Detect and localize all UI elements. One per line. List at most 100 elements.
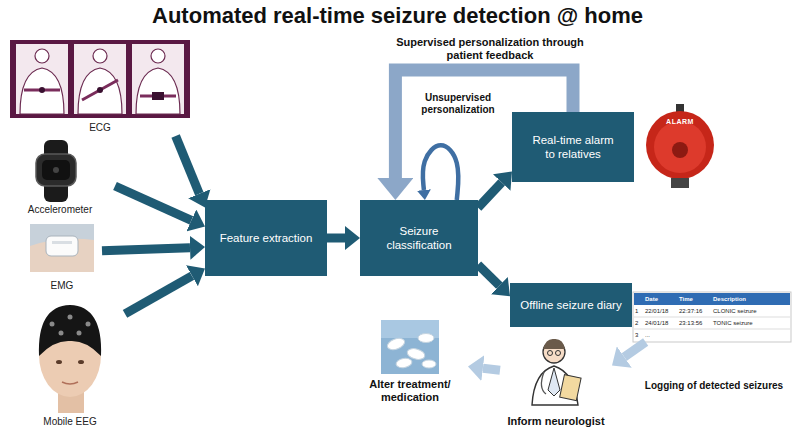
table-cell: Description (713, 293, 789, 305)
table-cell: TONIC seizure (713, 317, 789, 329)
neurologist-cartoon (541, 372, 546, 394)
ecg-sensor-photo (74, 44, 126, 114)
node-label: Seizure classification (368, 224, 470, 252)
connector-path (327, 234, 345, 243)
medication-pills-photo (422, 360, 436, 368)
process-box: Offline seizure diary (510, 283, 632, 327)
table-cell: Date (645, 293, 679, 305)
connector-path (125, 276, 192, 314)
sensor-node: Mobile EEG (15, 298, 125, 430)
mobile-eeg-head (39, 305, 101, 356)
table-cell: 3 (635, 329, 645, 341)
ecg-sensor-photo (10, 40, 190, 118)
connector-arrow (125, 276, 192, 314)
neurologist-cartoon (548, 351, 553, 356)
ecg-sensor-photo (132, 44, 184, 114)
connector-arrow (423, 145, 459, 200)
edge-label-wrap: Supervised personalization through patie… (395, 36, 585, 62)
connector-arrow (327, 238, 345, 239)
accelerometer-watch (42, 160, 70, 180)
mobile-eeg-head (77, 331, 82, 336)
connector-arrow (478, 182, 502, 207)
node-label: EMG (51, 280, 74, 292)
table-cell: Time (679, 293, 713, 305)
mobile-eeg-head (78, 360, 84, 364)
connector-arrow (102, 248, 190, 251)
table-cell: 24/01/18 (645, 317, 679, 329)
ecg-sensor-photo (39, 87, 45, 93)
seizure-log-table (634, 293, 790, 305)
ecg-sensor-photo (82, 80, 118, 100)
bell-label: ALARM (650, 118, 710, 126)
alarm-bell (654, 121, 706, 173)
table-cell: 22/01/18 (645, 305, 679, 317)
neurologist-cartoon (548, 368, 560, 396)
node-label: Alter treatment/ medication (360, 378, 460, 404)
mobile-eeg-head (86, 322, 91, 327)
alarm-bell (646, 111, 714, 179)
medication-pills-photo (386, 336, 406, 352)
alarm-bell (671, 178, 689, 188)
node-label: Inform neurologist (507, 415, 604, 428)
accelerometer-watch (53, 167, 59, 173)
mobile-eeg-head (50, 322, 55, 327)
neurologist-cartoon (560, 375, 581, 401)
ecg-sensor-photo (78, 68, 122, 114)
sensor-node: Accelerometer (5, 138, 115, 218)
edge-label: Logging of detected seizures (636, 380, 792, 392)
medication-pills-photo (418, 334, 434, 343)
neurologist-cartoon (556, 351, 561, 356)
connector-path (478, 182, 502, 207)
connector-path (102, 248, 190, 251)
medication-pills-photo (381, 320, 439, 374)
title-wrap: Automated real-time seizure detection @ … (0, 3, 795, 28)
connector-arrow (478, 265, 499, 286)
neurologist-node: Inform neurologist (500, 338, 612, 430)
connector-path (483, 368, 500, 370)
table-cell: ... (645, 329, 679, 341)
node-label: Mobile EEG (43, 416, 96, 428)
edge-label: Supervised personalization through patie… (395, 36, 585, 62)
node-label: Accelerometer (28, 204, 92, 216)
emg-sensor-photo (46, 236, 78, 256)
emg-sensor-photo (52, 241, 72, 244)
ecg-sensor-photo (16, 44, 68, 114)
diagram-title: Automated real-time seizure detection @ … (0, 3, 795, 28)
edge-label-wrap: Logging of detected seizures (636, 380, 792, 392)
connector-arrow (624, 342, 645, 357)
connector-path (423, 145, 459, 200)
connector-path (478, 265, 499, 286)
edge-label-wrap: Unsupervised personalization (408, 92, 508, 116)
table-cell: CLONIC seizure (713, 305, 789, 317)
table-cell: 1 (635, 305, 645, 317)
node-label: Offline seizure diary (520, 298, 621, 312)
process-box: Feature extraction (205, 200, 327, 276)
ecg-sensor-photo (136, 68, 180, 114)
seizure-log-table (634, 317, 790, 318)
neurologist-cartoon (532, 339, 581, 405)
sensor-node: EMG (22, 222, 102, 294)
mobile-eeg-head (68, 315, 73, 320)
accelerometer-watch (36, 140, 76, 202)
connector-path (115, 186, 191, 220)
mobile-eeg-head (62, 382, 78, 384)
medication-pills-photo (395, 357, 412, 369)
connector-path (624, 342, 645, 357)
process-box: Seizure classification (360, 200, 478, 276)
seizure-log-table (634, 329, 790, 330)
connector-arrow (115, 186, 191, 220)
emg-sensor-photo (30, 224, 94, 272)
table-cell: 22:37:16 (679, 305, 713, 317)
seizure-log-table (633, 292, 791, 342)
node-label: Real-time alarm to relatives (528, 133, 618, 161)
edge-label: Unsupervised personalization (408, 92, 508, 116)
mobile-eeg-head (56, 360, 62, 364)
accelerometer-watch (36, 154, 76, 186)
connector-path (176, 136, 200, 194)
alarm-bell (646, 104, 714, 188)
ecg-sensor-photo (97, 87, 103, 93)
ecg-sensor-photo (151, 49, 165, 63)
ecg-sensor-photo (152, 92, 164, 100)
ecg-sensor-photo (10, 40, 190, 118)
connector-arrow (483, 368, 500, 370)
